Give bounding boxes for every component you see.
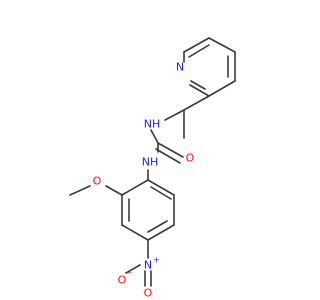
bond bbox=[157, 142, 184, 158]
benzene-ring bbox=[121, 179, 175, 241]
atom-label-nitro-n: N bbox=[144, 259, 152, 272]
bond bbox=[125, 264, 141, 274]
bond bbox=[69, 185, 91, 196]
nitro-group bbox=[125, 239, 152, 287]
atom-labels: N NH O NH O N + O − O bbox=[93, 61, 195, 300]
bond bbox=[147, 179, 175, 196]
atom-label-methoxy-o: O bbox=[93, 175, 102, 188]
atom-label-amine-nh-top: NH bbox=[144, 118, 161, 131]
bond bbox=[183, 37, 210, 53]
bond bbox=[190, 80, 206, 90]
molecule-structure-diagram: N NH O NH O N + O − O bbox=[69, 37, 236, 300]
bond bbox=[155, 148, 181, 164]
charge-nitro-n: + bbox=[153, 256, 160, 265]
bond bbox=[121, 179, 149, 196]
bond bbox=[150, 129, 159, 144]
atom-label-nitro-o-bottom: O bbox=[144, 287, 153, 300]
bond bbox=[189, 84, 210, 97]
bond bbox=[164, 109, 185, 121]
bond bbox=[147, 224, 175, 241]
bond bbox=[208, 80, 236, 97]
charge-nitro-o-left: − bbox=[126, 269, 133, 278]
bond bbox=[183, 95, 210, 111]
bond bbox=[147, 220, 168, 233]
atom-label-carbonyl-o: O bbox=[186, 152, 195, 165]
bond bbox=[208, 37, 236, 53]
bond bbox=[121, 224, 149, 241]
atom-label-pyridine-n: N bbox=[176, 61, 184, 74]
atom-label-amine-nh-bottom: NH bbox=[142, 156, 159, 169]
atom-label-nitro-o-left: O bbox=[118, 274, 127, 287]
bond bbox=[105, 185, 123, 196]
pyridine-ring bbox=[183, 37, 236, 97]
chain-bonds bbox=[147, 95, 210, 181]
bond bbox=[188, 44, 210, 58]
methoxy-group bbox=[69, 185, 123, 196]
bond bbox=[150, 186, 172, 200]
